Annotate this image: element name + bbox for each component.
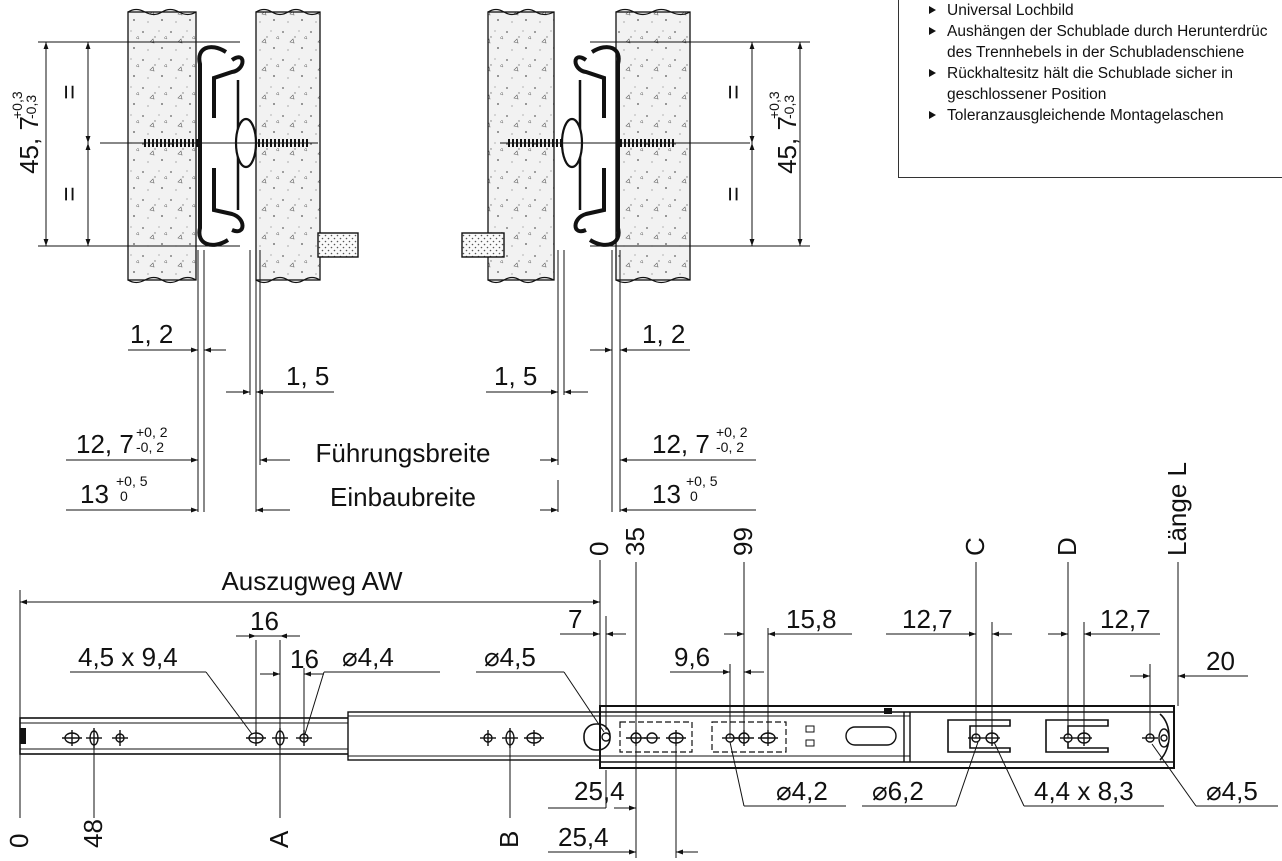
dim-25-4-b: 25,4 (558, 822, 609, 852)
mount-tol-upper-left: +0, 5 (116, 473, 148, 489)
gap-dim-left-2: 1, 5 (286, 361, 329, 391)
feature-item: Toleranzausgleichende Montagelaschen (925, 105, 1282, 126)
middle-rail (347, 711, 609, 761)
ref-bottom-0: 0 (4, 834, 34, 848)
height-tol-upper-right: +0,3 (766, 91, 782, 119)
hole-icon (112, 730, 128, 746)
ref-bottom-a: A (264, 830, 294, 848)
equal-mark: = (54, 84, 84, 99)
hole-icon (480, 730, 496, 746)
ref-top-99: 99 (728, 527, 758, 556)
equal-mark: = (718, 84, 748, 99)
height-dim-left: 45, 7 (14, 116, 44, 174)
guide-tol-lower-right: -0, 2 (716, 439, 744, 455)
rail-side-view (19, 705, 1175, 769)
rail-labels: Auszugweg AW 16 16 4,5 x 9,4 ⌀4,4 ⌀4,5 7… (4, 462, 1258, 852)
equal-mark: = (54, 186, 84, 201)
mount-tol-upper-right: +0, 5 (686, 473, 718, 489)
guide-tol-lower-left: -0, 2 (136, 439, 164, 455)
height-tol-lower-left: -0,3 (23, 95, 39, 119)
mounting-holes (62, 728, 1170, 748)
mount-tol-lower-left: 0 (120, 488, 128, 504)
feature-item: Universal Lochbild (925, 0, 1282, 21)
hole-dim-45-b: ⌀4,5 (1206, 776, 1258, 806)
gap-dim-right-2: 1, 5 (494, 361, 537, 391)
guide-width-right: 12, 7 (652, 429, 710, 459)
gap-dim-left: 1, 2 (130, 319, 173, 349)
feature-item: Aushängen der Schublade durch Herunterdr… (925, 21, 1282, 63)
guide-tol-upper-right: +0, 2 (716, 424, 748, 440)
hole-icon (296, 730, 312, 746)
section-left: 45, 7 +0,3 -0,3 = = (9, 8, 359, 284)
hole-icon (524, 730, 544, 746)
dim-9-6: 9,6 (674, 642, 710, 672)
rail-dimensions (19, 560, 1278, 858)
hole-icon (644, 732, 660, 744)
ref-top-c: C (960, 537, 990, 556)
hole-icon (62, 730, 82, 746)
hole-icon (601, 732, 611, 742)
dim-25-4-a: 25,4 (574, 776, 625, 806)
hole-dim-44: ⌀4,4 (342, 642, 394, 672)
guide-width-label: Führungsbreite (316, 438, 491, 468)
dim-12-7-c: 12,7 (902, 604, 953, 634)
mount-width-right: 13 (652, 479, 681, 509)
hole-icon (1158, 728, 1170, 748)
dim-7: 7 (568, 604, 582, 634)
mount-width-label: Einbaubreite (330, 482, 476, 512)
mount-tol-lower-right: 0 (690, 488, 698, 504)
height-dim-right: 45, 7 (772, 116, 802, 174)
ref-top-0: 0 (584, 542, 614, 556)
hole-icon (246, 730, 266, 746)
section-right: 45, 7 +0,3 -0,3 = = (461, 8, 810, 284)
hole-dim-62: ⌀6,2 (872, 776, 924, 806)
hole-dim-42: ⌀4,2 (776, 776, 828, 806)
slot-dim-1: 4,5 x 9,4 (78, 642, 178, 672)
rail-profile-right (573, 45, 621, 247)
slot-dim-2: 4,4 x 8,3 (1034, 776, 1134, 806)
width-labels: 1, 2 1, 5 12, 7 +0, 2 -0, 2 13 +0, 5 0 F… (76, 319, 748, 512)
dim-16-b: 16 (290, 644, 319, 674)
feature-item: Rückhaltesitz hält die Schublade sicher … (925, 63, 1282, 105)
width-dimensions (66, 250, 756, 513)
ref-bottom-b: B (494, 831, 524, 848)
dim-12-7-d: 12,7 (1100, 604, 1151, 634)
height-tol-upper-left: +0,3 (9, 91, 25, 119)
ref-top-35: 35 (620, 527, 650, 556)
equal-mark: = (718, 186, 748, 201)
hole-dim-45-a: ⌀4,5 (484, 642, 536, 672)
ref-top-length: Länge L (1162, 462, 1192, 556)
dim-20: 20 (1206, 646, 1235, 676)
travel-label: Auszugweg AW (221, 566, 403, 596)
mount-width-left: 13 (80, 479, 109, 509)
dim-16-a: 16 (250, 606, 279, 636)
gap-dim-right: 1, 2 (642, 319, 685, 349)
ref-bottom-48: 48 (78, 819, 108, 848)
guide-width-left: 12, 7 (76, 429, 134, 459)
height-tol-lower-right: -0,3 (781, 95, 797, 119)
dim-15-8: 15,8 (786, 604, 837, 634)
guide-tol-upper-left: +0, 2 (136, 424, 168, 440)
feature-list: Universal Lochbild Aushängen der Schubla… (898, 0, 1282, 178)
ref-top-d: D (1052, 537, 1082, 556)
